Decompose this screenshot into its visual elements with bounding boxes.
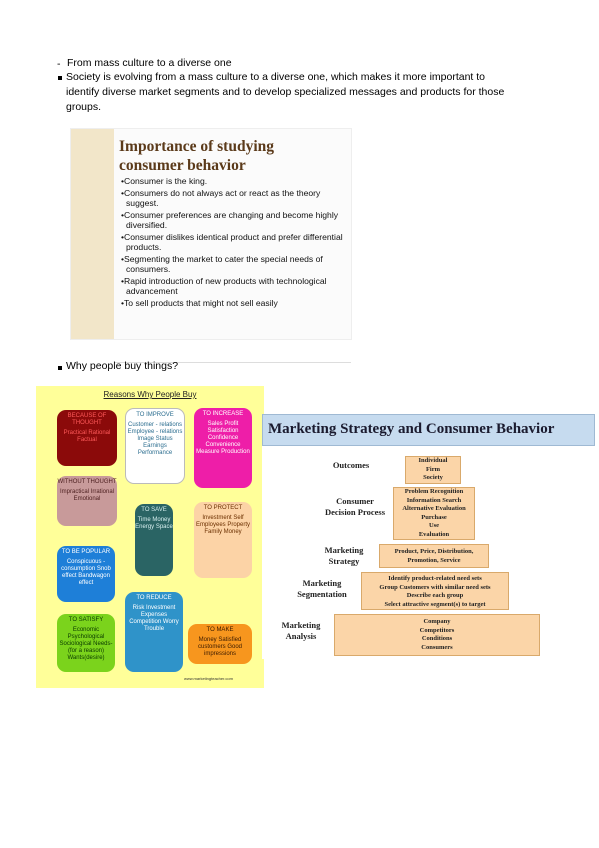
- why-bullet: Why people buy things?: [66, 360, 179, 372]
- level-label-marketing-strategy: Marketing Strategy: [324, 545, 364, 566]
- list-item: •Consumer dislikes identical product and…: [121, 232, 343, 252]
- list-item: •Rapid introduction of new products with…: [121, 276, 327, 296]
- slide3-title: Marketing Strategy and Consumer Behavior: [268, 421, 555, 437]
- level-label-analysis: Marketing Analysis: [281, 620, 321, 641]
- level-label-outcomes: Outcomes: [332, 460, 370, 470]
- level-label-decision-process: Consumer Decision Process: [324, 496, 386, 517]
- slide1-title: Importance of studying consumer behavior: [119, 138, 275, 174]
- paragraph: Society is evolving from a mass culture …: [66, 70, 566, 115]
- slide2-title: Reasons Why People Buy: [103, 390, 197, 399]
- list-item: •Segmenting the market to cater the spec…: [121, 254, 323, 274]
- paragraph-line: groups.: [66, 101, 102, 113]
- slide-side-bar: [71, 129, 114, 339]
- tier-segmentation: Identify product-related need sets Group…: [361, 572, 509, 610]
- paragraph-line: Society is evolving from a mass culture …: [66, 71, 486, 83]
- website-credit: www.marketingteacher.com: [184, 676, 233, 681]
- bullet-marker: [58, 76, 62, 80]
- list-item: •Consumer is the king.: [121, 176, 208, 186]
- bullet-marker: [58, 366, 62, 370]
- tier-marketing-strategy: Product, Price, Distribution, Promotion,…: [379, 544, 489, 568]
- tier-outcomes: Individual Firm Society: [405, 456, 461, 484]
- tier-decision-process: Problem Recognition Information Search A…: [393, 487, 475, 540]
- tier-analysis: Company Competitors Conditions Consumers: [334, 614, 540, 656]
- slide-marketing-strategy: Marketing Strategy and Consumer Behavior…: [262, 414, 595, 659]
- list-item: •To sell products that might not sell ea…: [121, 298, 278, 308]
- slide3-header: Marketing Strategy and Consumer Behavior: [262, 414, 595, 446]
- dash-marker: -: [57, 58, 61, 70]
- list-item: •Consumer preferences are changing and b…: [121, 210, 339, 230]
- dash-line: From mass culture to a diverse one: [67, 57, 232, 69]
- paragraph-line: identify diverse market segments and to …: [66, 86, 505, 98]
- level-label-segmentation: Marketing Segmentation: [297, 578, 347, 599]
- slide-reasons-why-people-buy: Reasons Why People Buy BECAUSE OF THOUGH…: [36, 386, 264, 688]
- slide-importance-consumer-behavior: Importance of studying consumer behavior…: [70, 128, 352, 363]
- list-item: •Consumers do not always act or react as…: [121, 188, 321, 208]
- slide1-list: •Consumer is the king. •Consumers do not…: [119, 176, 344, 310]
